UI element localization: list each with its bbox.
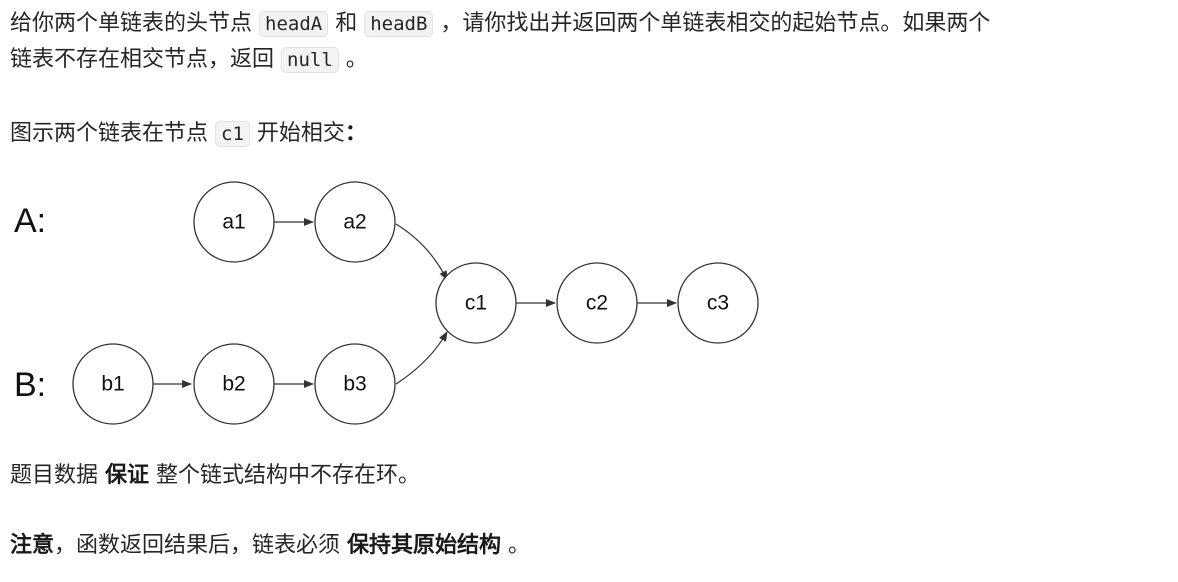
list-a-label: A: [14,202,46,240]
intro-paragraph: 给你两个单链表的头节点 headA 和 headB ，请你找出并返回两个单链表相… [10,6,990,78]
node-a1: a1 [193,181,275,263]
intro-text-3: ，请你找出并返回两个单链表相交的起始节点。如果两个 [433,11,991,36]
note1-text-1: 题目数据 [10,463,105,488]
code-headA: headA [259,11,329,37]
code-c1: c1 [215,121,250,147]
note2-text-2: 。 [501,533,531,558]
node-b2: b2 [193,343,275,425]
node-c3: c3 [677,262,759,344]
caption-text-1: 图示两个链表在节点 [10,121,215,146]
node-c3-label: c3 [707,292,729,315]
caption-text-2: 开始相交 [249,121,345,146]
node-b2-label: b2 [222,373,245,396]
node-b3-label: b3 [343,373,366,396]
note2-text-1: ，函数返回结果后，链表必须 [54,533,348,558]
node-b1: b1 [72,343,154,425]
node-a2-label: a2 [343,211,366,234]
node-c1-label: c1 [465,292,487,315]
intro-text-2: 和 [328,11,365,36]
cycle-guarantee-note: 题目数据 保证 整个链式结构中不存在环。 [10,458,420,494]
note1-text-2: 整个链式结构中不存在环。 [149,463,421,488]
intro-text-1: 给你两个单链表的头节点 [10,11,259,36]
code-headB: headB [364,11,434,37]
node-c1: c1 [435,262,517,344]
edge-a2-c1 [395,223,448,281]
node-c2: c2 [556,262,638,344]
code-null: null [281,47,339,73]
note1-bold: 保证 [105,463,150,488]
node-b1-label: b1 [101,373,124,396]
intro-text-5: 。 [338,47,368,72]
list-b-label: B: [14,366,46,404]
node-a2: a2 [314,181,396,263]
intro-text-4: 链表不存在相交节点，返回 [10,47,281,72]
note2-bold-2: 保持其原始结构 [347,533,502,558]
node-a1-label: a1 [222,211,245,234]
edge-b3-c1 [395,331,448,385]
structure-note: 注意，函数返回结果后，链表必须 保持其原始结构 。 [10,528,530,564]
note2-bold-1: 注意 [10,533,55,558]
caption-colon: ： [344,121,367,146]
node-c2-label: c2 [586,292,608,315]
node-b3: b3 [314,343,396,425]
linked-list-diagram: A: B: a1 a2 c1 c2 c3 b1 b2 b3 [14,181,759,425]
figure-caption: 图示两个链表在节点 c1 开始相交： [10,116,367,152]
